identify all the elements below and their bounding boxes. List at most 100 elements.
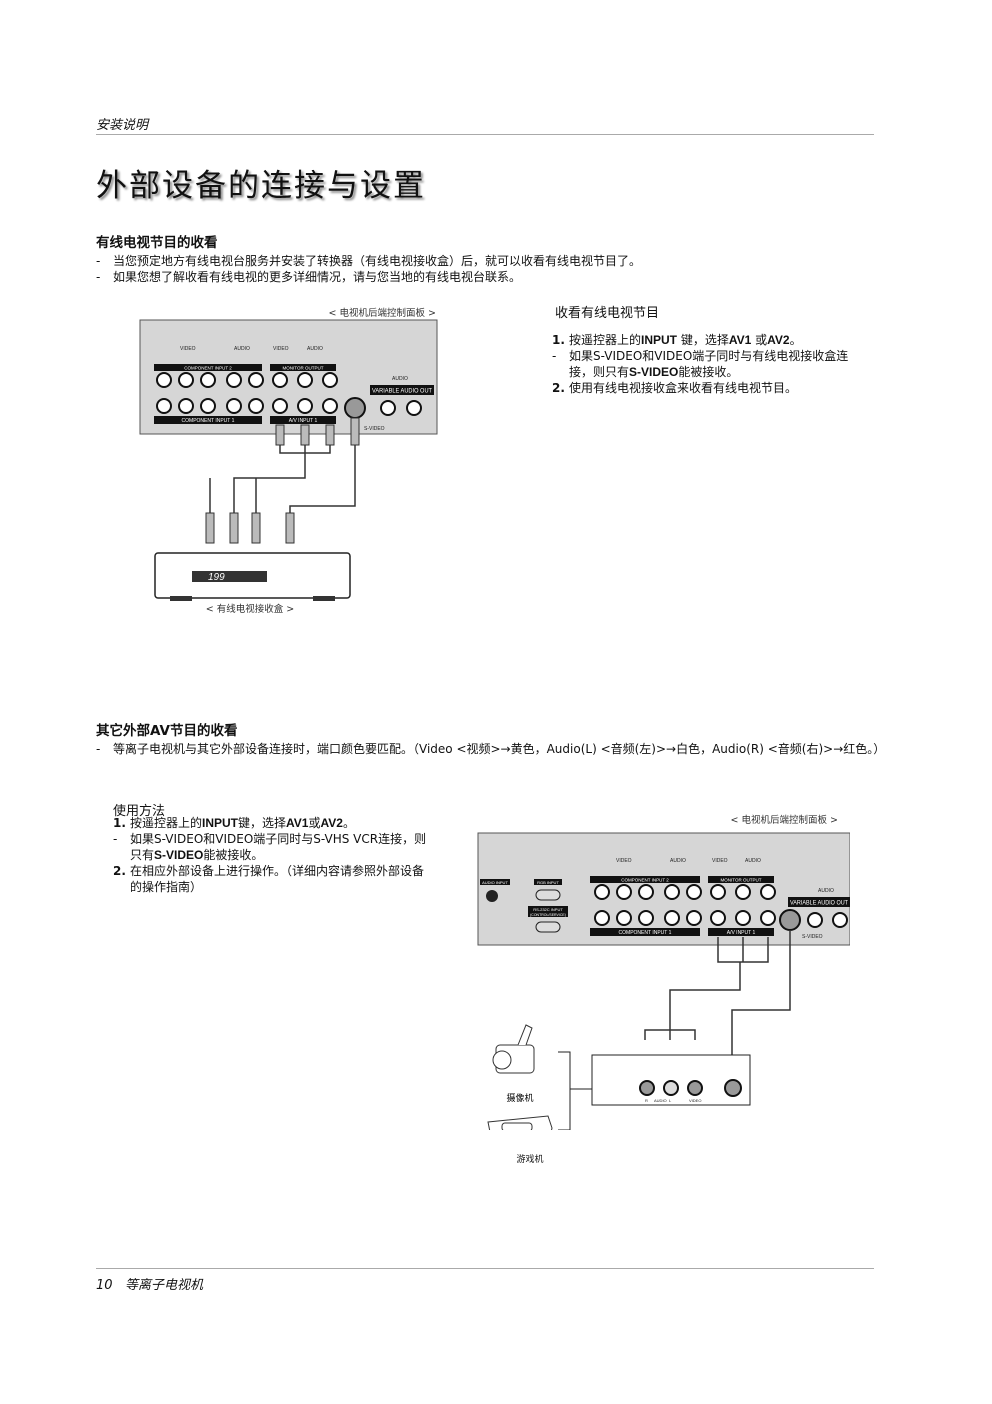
label-monitor-output: MONITOR OUTPUT: [721, 878, 762, 883]
rca-jack: [178, 398, 194, 414]
rca-jack: [200, 372, 216, 388]
label-variable-audio: VARIABLE AUDIO OUT: [790, 900, 848, 907]
label-audio: AUDIO: [392, 376, 408, 382]
section-header: 安装说明: [96, 118, 149, 133]
label-rs232: RS-232C INPUT: [533, 907, 563, 912]
label-video: VIDEO: [616, 858, 632, 864]
step-1: 1.按遥控器上的INPUT 键，选择AV1 或AV2。: [552, 333, 802, 347]
rca-jack: [686, 910, 702, 926]
rca-jack: [686, 884, 702, 900]
label-component-1: COMPONENT INPUT 1: [182, 418, 235, 424]
footer-rule: [96, 1268, 874, 1269]
rca-jack: [710, 884, 726, 900]
step-2: 2.使用有线电视接收盒来收看有线电视节目。: [552, 381, 798, 395]
rca-jack: [156, 372, 172, 388]
rca-jack: [594, 884, 610, 900]
rca-jack: [248, 398, 264, 414]
panel-caption: < 电视机后端控制面板 >: [730, 815, 838, 826]
vcr-label-audio: AUDIO: [654, 1098, 667, 1103]
game-console-label: 游戏机: [516, 1155, 544, 1165]
camcorder-icon: [492, 1024, 535, 1074]
rca-jack: [664, 910, 680, 926]
rca-jack: [735, 910, 751, 926]
label-audio: AUDIO: [670, 858, 686, 864]
header-rule: [96, 134, 874, 135]
label-av-input-1: A/V INPUT 1: [727, 930, 756, 936]
rca-jack: [226, 398, 242, 414]
label-svideo: S-VIDEO: [802, 934, 823, 940]
label-component-2: COMPONENT INPUT 2: [621, 878, 669, 883]
rca-jack: [832, 912, 848, 928]
step-note: -如果S-VIDEO和VIDEO端子同时与S-VHS VCR连接，则只有S-VI…: [113, 832, 427, 862]
game-console-icon: [487, 1115, 553, 1130]
vcr-label-l: L: [669, 1098, 672, 1103]
rca-jack: [200, 398, 216, 414]
label-audio: AUDIO: [234, 346, 250, 352]
usage-heading: 使用方法: [113, 804, 166, 819]
label-audio: AUDIO: [818, 888, 834, 894]
camcorder-label: 摄像机: [506, 1092, 533, 1103]
bullet-text: 如果您想了解收看有线电视的更多详细情况，请与您当地的有线电视台联系。: [113, 270, 522, 284]
rca-jack: [178, 372, 194, 388]
cable-bullets: -当您预定地方有线电视台服务并安装了转换器（有线电视接收盒）后，就可以收看有线电…: [96, 253, 876, 285]
page-number: 10: [96, 1278, 113, 1293]
vcr-label-r: R: [645, 1098, 648, 1103]
label-av-input-1: A/V INPUT 1: [289, 418, 318, 424]
rca-jack: [664, 884, 680, 900]
steps-heading: 收看有线电视节目: [555, 306, 660, 321]
rca-jack: [638, 884, 654, 900]
rca-jack: [226, 372, 242, 388]
step-2: 2.在相应外部设备上进行操作。（详细内容请参照外部设备的操作指南）: [113, 864, 425, 894]
rca-jack: [272, 372, 288, 388]
rca-jack: [710, 910, 726, 926]
cable-connection-diagram: VIDEO AUDIO VIDEO AUDIO AUDIO COMPONENT …: [139, 319, 438, 601]
step-note: -如果S-VIDEO和VIDEO端子同时与有线电视接收盒连接，则只有S-VIDE…: [552, 349, 849, 379]
label-audio: AUDIO: [745, 858, 761, 864]
cable-steps: 1.按遥控器上的INPUT 键，选择AV1 或AV2。 -如果S-VIDEO和V…: [552, 332, 862, 396]
svideo-jack: [344, 397, 366, 419]
label-audio-input: AUDIO INPUT: [482, 880, 508, 885]
label-rgb-input: RGB INPUT: [537, 880, 559, 885]
rca-jack: [156, 398, 172, 414]
footer-product: 等离子电视机: [124, 1278, 203, 1293]
panel-caption: < 电视机后端控制面板 >: [328, 308, 436, 319]
rca-jack: [297, 398, 313, 414]
footer: 10 等离子电视机: [96, 1274, 203, 1293]
step-1: 1.按遥控器上的INPUT键，选择AV1或AV2。: [113, 816, 355, 830]
label-rs232-sub: (CONTROL/SERVICE): [530, 913, 566, 917]
label-monitor-output: MONITOR OUTPUT: [283, 366, 324, 371]
rca-jack: [807, 912, 823, 928]
vcr-label-video: VIDEO: [689, 1098, 701, 1103]
rca-jack: [760, 884, 776, 900]
label-svideo: S-VIDEO: [364, 426, 385, 432]
label-audio: AUDIO: [307, 346, 323, 352]
cable-box-caption: < 有线电视接收盒 >: [205, 604, 295, 615]
rca-jack: [322, 398, 338, 414]
rca-jack: [322, 372, 338, 388]
rca-jack: [735, 884, 751, 900]
label-component-1: COMPONENT INPUT 1: [619, 930, 672, 936]
cable-heading: 有线电视节目的收看: [96, 235, 218, 251]
rs232-port: [535, 921, 561, 933]
bullet-text: 当您预定地方有线电视台服务并安装了转换器（有线电视接收盒）后，就可以收看有线电视…: [113, 254, 642, 268]
rca-jack: [248, 372, 264, 388]
label-video: VIDEO: [180, 346, 196, 352]
bullet: -当您预定地方有线电视台服务并安装了转换器（有线电视接收盒）后，就可以收看有线电…: [96, 254, 642, 268]
rca-jack: [760, 910, 776, 926]
rca-jack: [594, 910, 610, 926]
rca-jack: [616, 884, 632, 900]
rca-jack: [616, 910, 632, 926]
svideo-jack: [779, 909, 801, 931]
av-heading: 其它外部AV节目的收看: [96, 723, 238, 739]
label-component-2: COMPONENT INPUT 2: [184, 366, 232, 371]
label-video: VIDEO: [273, 346, 289, 352]
cable-box-display: 199: [208, 572, 225, 583]
rgb-port: [535, 889, 561, 901]
av-bullet: -等离子电视机与其它外部设备连接时，端口颜色要匹配。（Video <视频>→黄色…: [96, 742, 886, 756]
bullet: -如果您想了解收看有线电视的更多详细情况，请与您当地的有线电视台联系。: [96, 270, 522, 284]
rca-jack: [406, 400, 422, 416]
rca-jack: [297, 372, 313, 388]
audio-input-jack: [486, 890, 498, 902]
label-variable-audio: VARIABLE AUDIO OUT: [372, 388, 432, 395]
rca-jack: [272, 398, 288, 414]
